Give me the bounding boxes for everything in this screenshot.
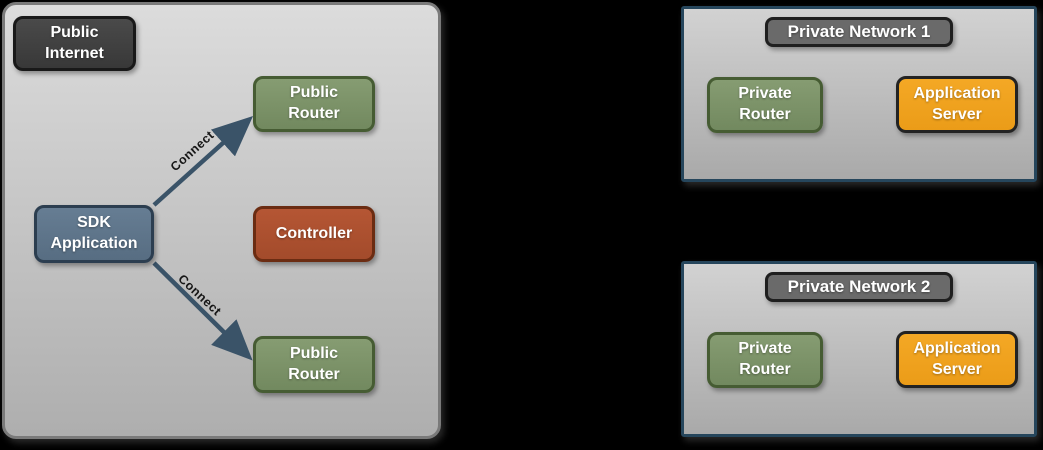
private-router-1-node: Private Router <box>707 77 823 133</box>
public-internet-panel: Connect Connect Public Internet Public R… <box>2 2 441 439</box>
connect-label-bottom: Connect <box>175 272 224 319</box>
public-router-bottom-node: Public Router <box>253 336 375 393</box>
connect-arrow-bottom <box>152 261 253 361</box>
public-router-top-node: Public Router <box>253 76 375 132</box>
private-network-2-title: Private Network 2 <box>765 272 953 302</box>
application-server-2-node: Application Server <box>896 331 1018 388</box>
private-network-1-title: Private Network 1 <box>765 17 953 47</box>
private-network-2-panel: Private Network 2 Private Router Applica… <box>681 261 1037 437</box>
connect-label-top: Connect <box>168 128 217 174</box>
application-server-1-node: Application Server <box>896 76 1018 133</box>
private-network-1-panel: Private Network 1 Private Router Applica… <box>681 6 1037 182</box>
private-router-2-node: Private Router <box>707 332 823 388</box>
controller-node: Controller <box>253 206 375 262</box>
public-internet-label: Public Internet <box>13 16 136 71</box>
connect-arrow-top <box>152 115 254 207</box>
sdk-application-node: SDK Application <box>34 205 154 263</box>
